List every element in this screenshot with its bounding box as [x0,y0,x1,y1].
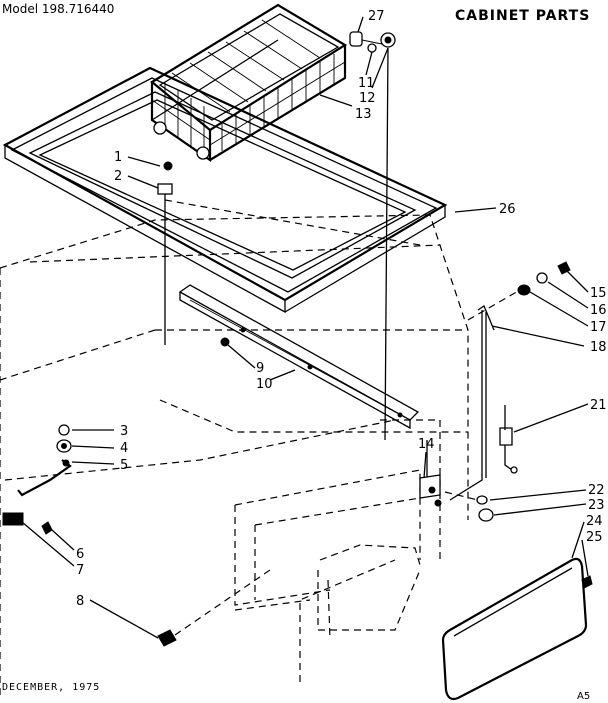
basket-hardware [349,31,396,53]
callout-8: 8 [76,594,84,609]
callout-5: 5 [120,458,128,473]
access-panel [441,557,593,701]
callout-23: 23 [588,498,605,513]
callout-17: 17 [590,320,607,335]
callout-13: 13 [355,107,372,122]
callout-6: 6 [76,547,84,562]
hardware-axis-line [384,47,389,441]
callout-leaders [21,16,589,639]
model-number: Model 198.716440 [2,2,114,16]
callout-25: 25 [586,530,603,545]
cabinet-outline [0,214,469,700]
callout-10: 10 [256,377,273,392]
lid-gasket-frame [2,66,448,314]
callout-14: 14 [418,437,435,452]
callout-2: 2 [114,169,122,184]
callout-11: 11 [358,76,375,91]
breaker-strip [178,284,420,430]
callout-21: 21 [590,398,607,413]
page-code: A5 [577,691,590,702]
callout-15: 15 [590,286,607,301]
callout-22: 22 [588,483,605,498]
callout-1: 1 [114,150,122,165]
footer-date: DECEMBER, 1975 [2,682,100,693]
callout-18: 18 [590,340,607,355]
callout-16: 16 [590,303,607,318]
callout-24: 24 [586,514,603,529]
callout-3: 3 [120,424,128,439]
lid-screw-clip [157,161,421,345]
thermostat [499,405,518,474]
callout-4: 4 [120,441,128,456]
callout-12: 12 [359,91,376,106]
callout-26: 26 [499,202,516,217]
bottom-left-parts [2,512,271,647]
drain-parts [17,424,72,497]
lid-lock [419,440,494,522]
callout-27: 27 [368,9,385,24]
callout-labels: 27 11 12 13 1 2 26 15 16 17 18 21 9 10 1… [76,9,607,609]
page-title: CABINET PARTS [455,8,590,24]
wire-basket [150,3,348,163]
callout-9: 9 [256,361,264,376]
right-hinge-parts [449,261,571,501]
callout-7: 7 [76,563,84,578]
